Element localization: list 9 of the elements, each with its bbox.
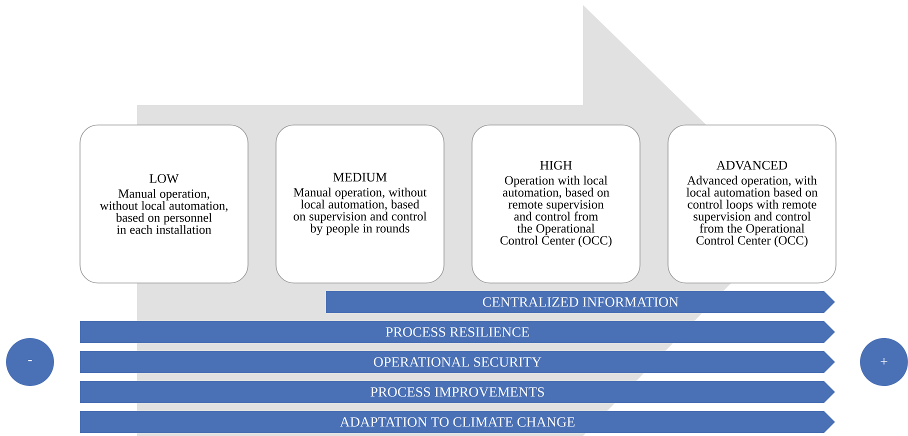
level-card: ADVANCED Advanced operation, with local automation based on control loops with remote supervision and control from the Operational Control Center (OCC) (668, 124, 836, 284)
level-card: MEDIUM Manual operation, without local automation, based on supervision and control by people in rounds (276, 124, 444, 284)
level-card: HIGH Operation with local automation, based on remote supervision and control from the Operational Control Center (OCC) (472, 124, 640, 284)
pointed-banner: PROCESS IMPROVEMENTS (80, 381, 835, 403)
pointed-banner: PROCESS RESILIENCE (80, 321, 835, 343)
pointed-banner: ADAPTATION TO CLIMATE CHANGE (80, 411, 835, 433)
pointed-banner: CENTRALIZED INFORMATION (326, 291, 835, 313)
pointed-banner: OPERATIONAL SECURITY (80, 351, 835, 373)
level-card: LOW Manual operation, without local automation, based on personnel in each installation (80, 124, 248, 284)
